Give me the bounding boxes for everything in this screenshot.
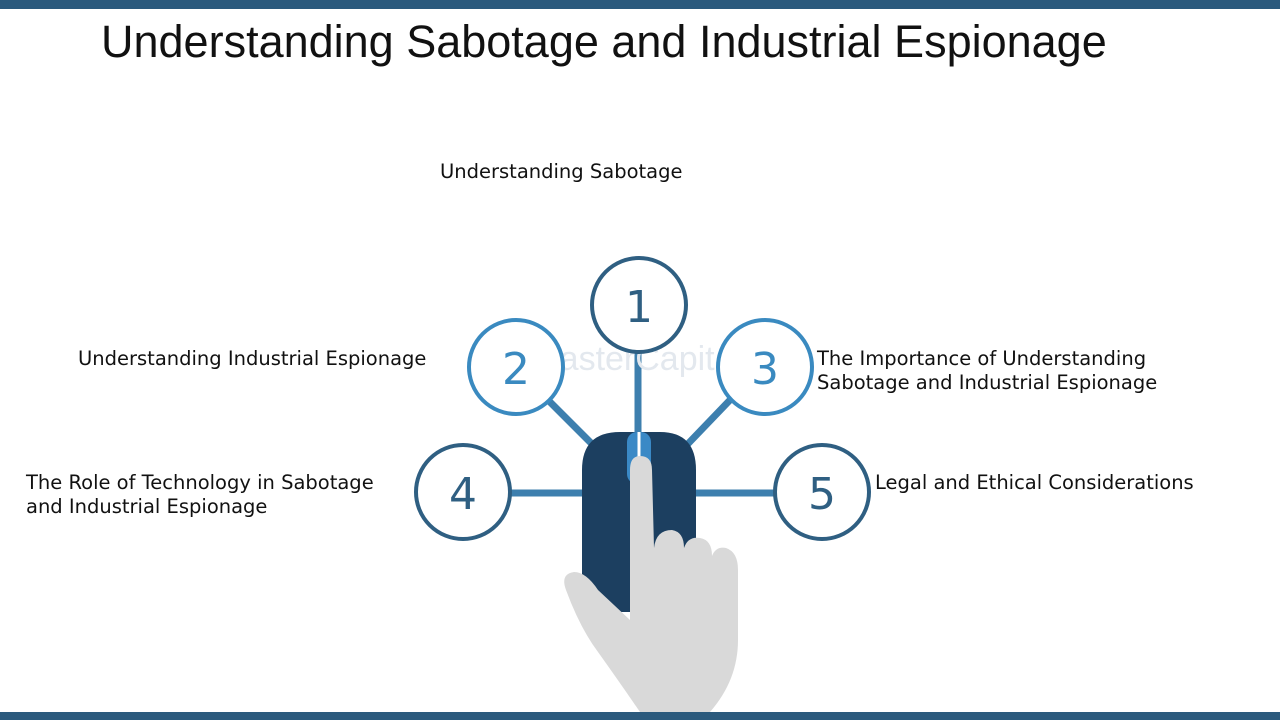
node-1: 1: [590, 256, 688, 354]
node-4-label: The Role of Technology in Sabotage and I…: [26, 471, 374, 518]
node-3-number: 3: [751, 344, 779, 395]
bottom-accent-bar: [0, 712, 1280, 720]
node-3-label: The Importance of Understanding Sabotage…: [817, 347, 1158, 394]
top-accent-bar: [0, 0, 1280, 9]
node-4-number: 4: [449, 469, 477, 520]
node-5-label: Legal and Ethical Considerations: [875, 471, 1194, 494]
node-5: 5: [773, 443, 871, 541]
connector-lines: [510, 350, 776, 497]
node-5-number: 5: [808, 469, 836, 520]
node-4: 4: [414, 443, 512, 541]
slide-title: Understanding Sabotage and Industrial Es…: [101, 16, 1107, 67]
hand-icon: [564, 456, 738, 712]
node-2: 2: [467, 318, 565, 416]
node-2-label: Understanding Industrial Espionage: [78, 347, 427, 370]
connector-2: [545, 397, 601, 453]
node-1-label: Understanding Sabotage: [440, 160, 683, 183]
node-3: 3: [716, 318, 814, 416]
connector-3: [679, 397, 733, 453]
node-1-number: 1: [625, 282, 653, 333]
node-2-number: 2: [502, 344, 530, 395]
